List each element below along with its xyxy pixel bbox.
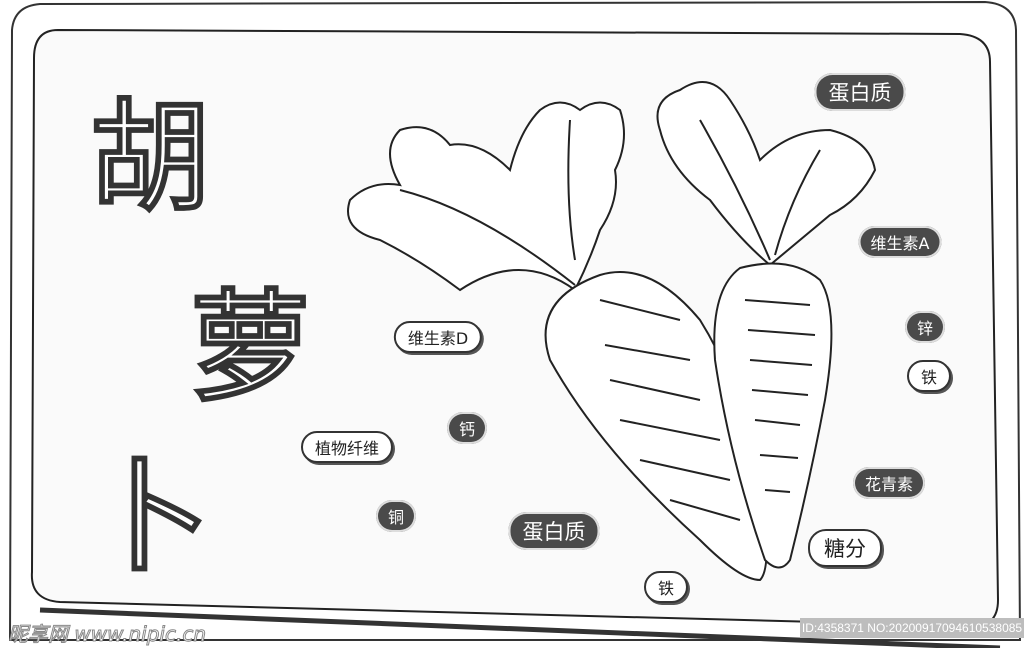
carrot-left	[347, 101, 768, 582]
label-protein-bottom: 蛋白质	[508, 512, 600, 550]
watermark-site: 昵享网 www.nipic.cn	[7, 622, 207, 647]
label-anthocyanin: 花青素	[852, 467, 926, 499]
label-sugar: 糖分	[808, 529, 882, 567]
label-copper: 铜	[375, 500, 417, 532]
watermark-id: ID:4358371 NO:20200917094610538085	[800, 618, 1024, 638]
label-calcium: 钙	[446, 412, 488, 444]
carrot-right	[656, 81, 877, 569]
label-plant-fiber: 植物纤维	[300, 431, 394, 463]
title-char-bo: 卜	[89, 448, 211, 589]
title-char-luo: 萝	[189, 278, 311, 419]
label-protein-top: 蛋白质	[814, 73, 906, 111]
label-vitamin-a: 维生素A	[858, 226, 942, 258]
title-char-hu: 胡	[89, 88, 211, 229]
label-iron-right: 铁	[906, 360, 952, 392]
label-vitamin-d: 维生素D	[393, 321, 483, 353]
label-zinc: 锌	[904, 311, 946, 343]
label-iron-bottom: 铁	[643, 571, 689, 603]
